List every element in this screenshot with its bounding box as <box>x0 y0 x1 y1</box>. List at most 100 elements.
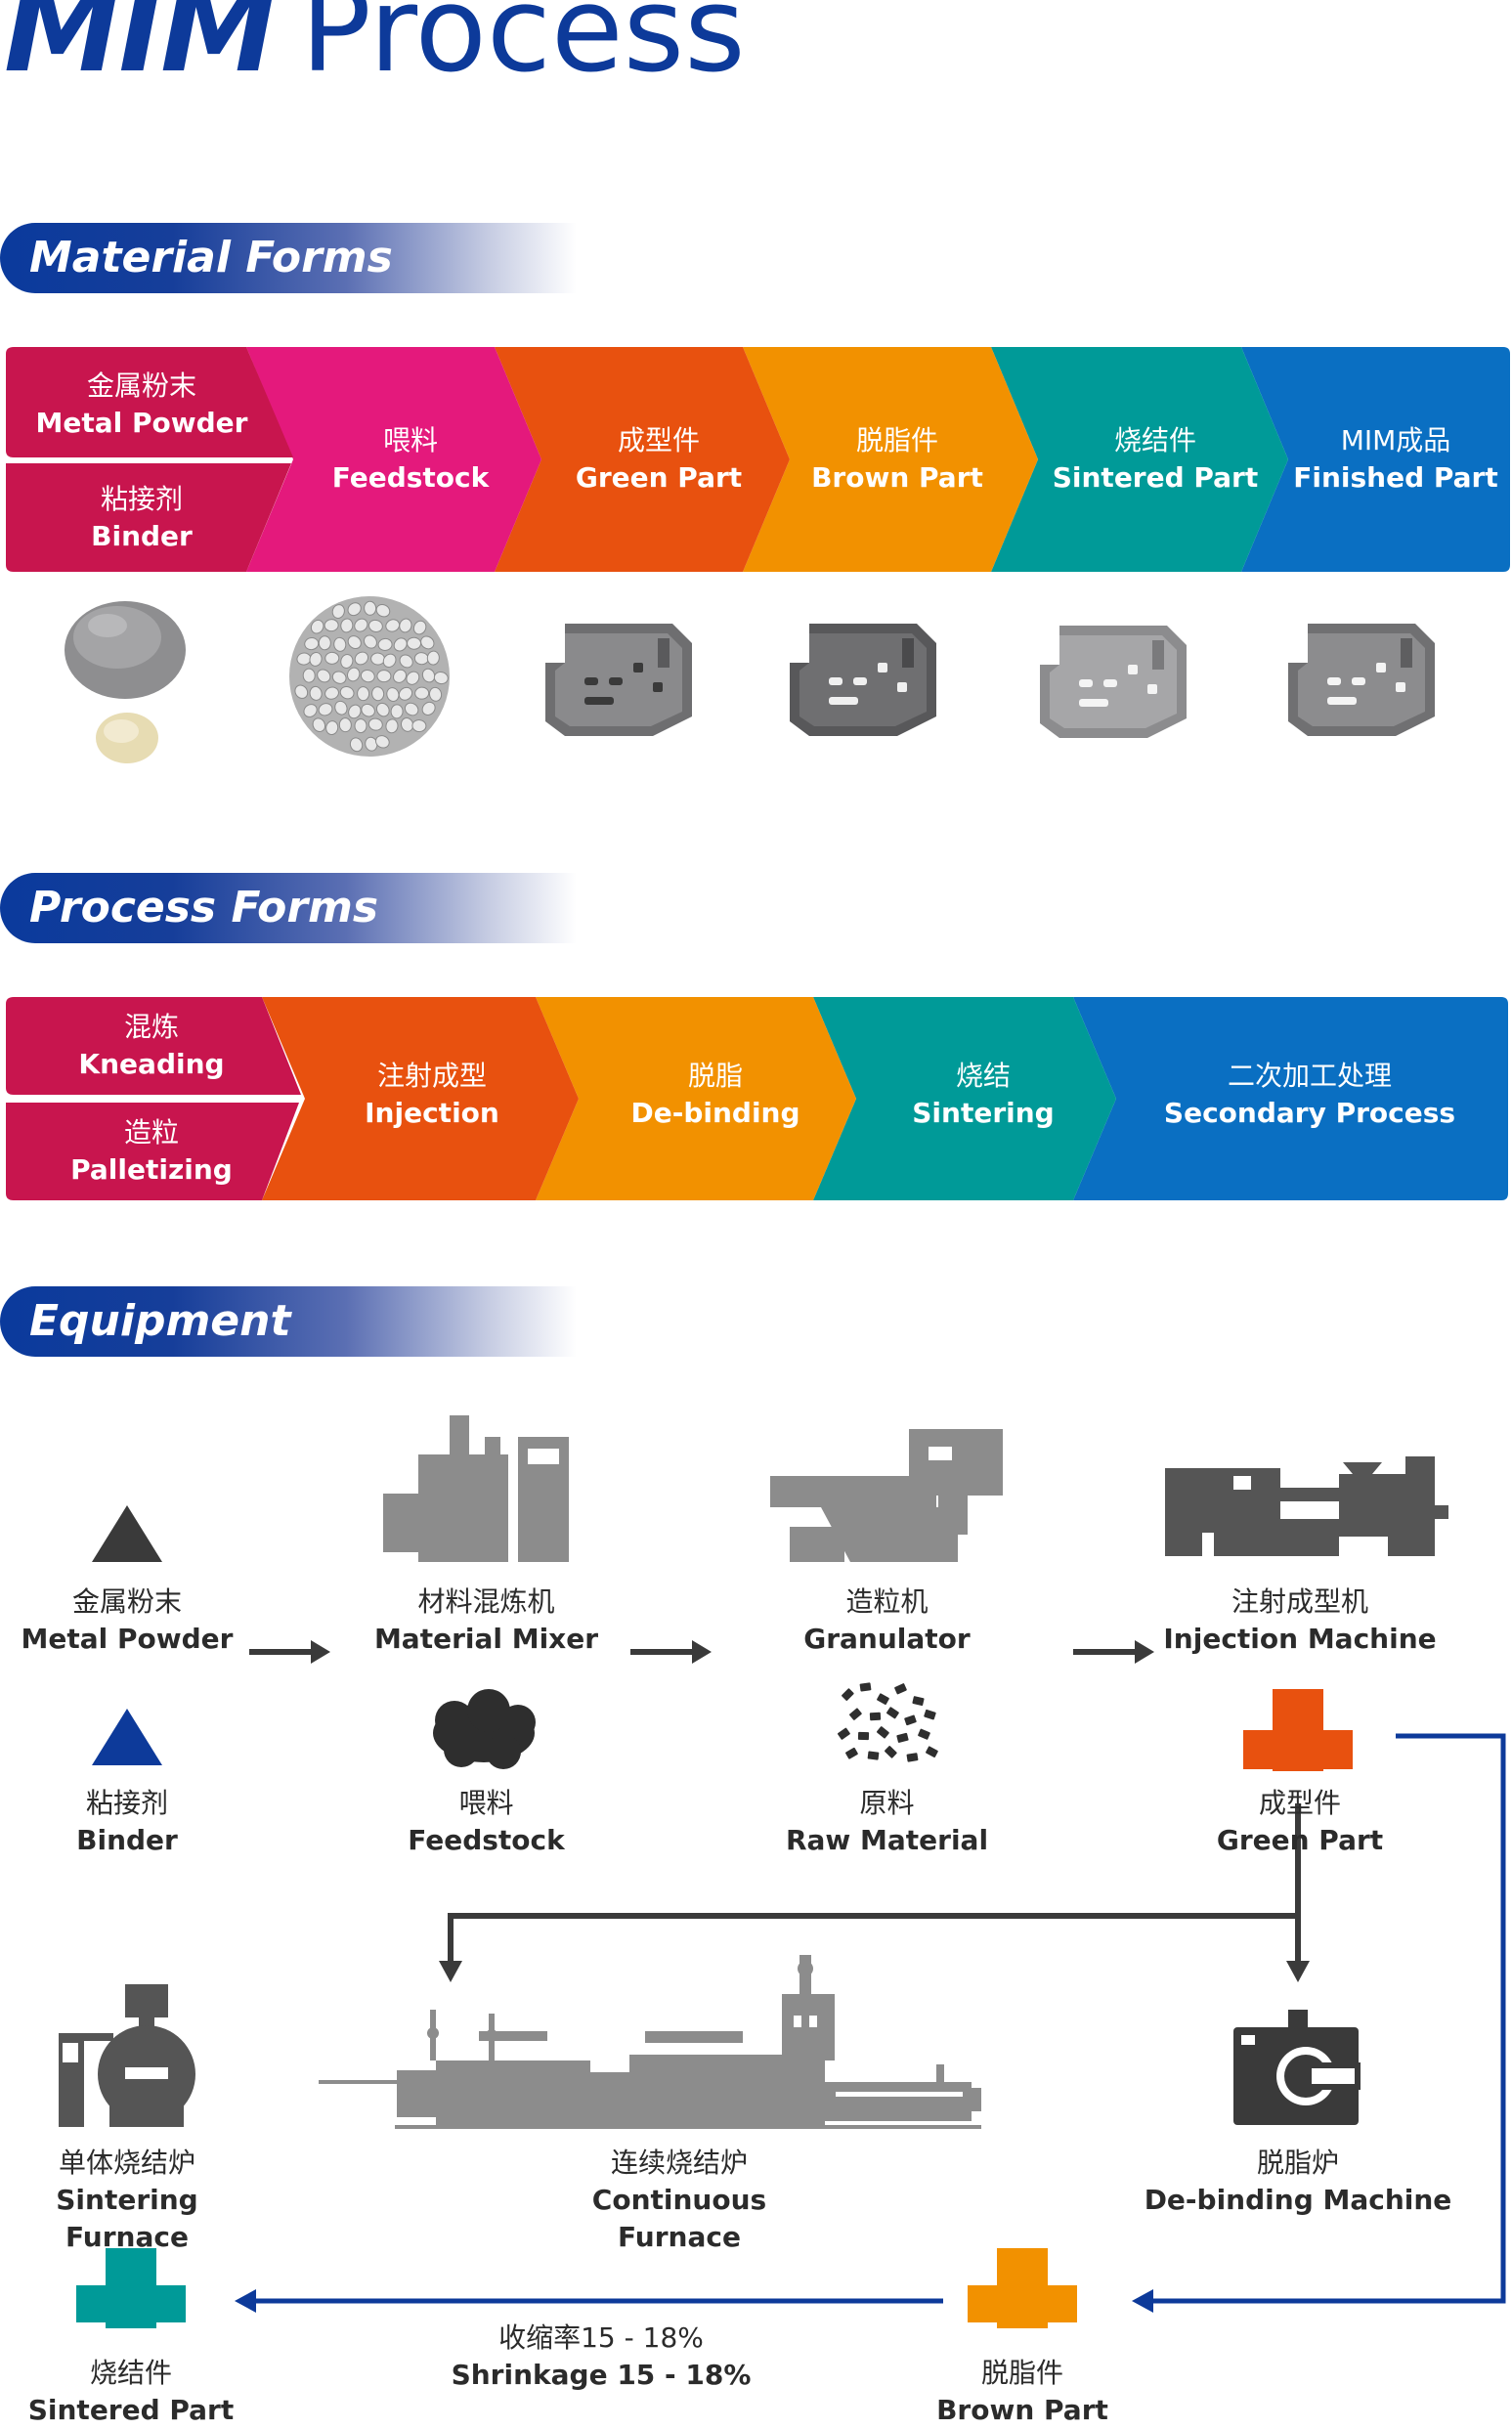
pellet <box>349 737 364 753</box>
feedstock-pellets <box>289 596 450 757</box>
raw-granule <box>845 1747 858 1759</box>
continuous-furnace-icon <box>319 1955 981 2129</box>
chevron-kneading <box>6 997 301 1095</box>
pellet <box>385 619 401 632</box>
equipment-icons <box>59 1415 1448 2328</box>
chevron-green-part <box>495 347 790 572</box>
pellet <box>377 637 393 651</box>
pellet <box>364 634 377 649</box>
sintered-part-shape-icon <box>76 2248 186 2328</box>
brown-part-shape-icon <box>968 2248 1077 2328</box>
pellet <box>347 667 361 682</box>
metal-powder-pile <box>65 601 186 699</box>
pellet <box>420 635 435 650</box>
pellet <box>375 603 391 618</box>
chevron-metal-powder <box>6 347 293 457</box>
raw-granule <box>904 1714 917 1726</box>
pellet <box>370 652 386 666</box>
pellet <box>421 668 436 683</box>
raw-granule <box>896 1732 909 1743</box>
raw-granule <box>926 1746 938 1757</box>
pellet <box>382 653 397 669</box>
raw-granule <box>877 1693 889 1706</box>
chevron-debinding <box>536 997 856 1200</box>
pellet <box>339 686 355 700</box>
finished-part-image <box>1288 624 1435 736</box>
chevron-palletizing <box>6 1103 299 1200</box>
pellet <box>399 654 413 669</box>
raw-granule <box>877 1726 889 1739</box>
pellet <box>354 618 368 632</box>
pellet <box>376 670 392 683</box>
debinding-machine-icon <box>1233 2010 1361 2125</box>
green-part-shape-icon <box>1243 1689 1353 1771</box>
pellet <box>304 637 320 651</box>
pellet <box>348 704 362 719</box>
raw-granule <box>886 1707 899 1719</box>
chevron-brown-part <box>743 347 1038 572</box>
pellet <box>357 686 370 702</box>
pellet <box>371 686 385 702</box>
raw-granule <box>912 1696 925 1707</box>
raw-granule <box>859 1682 872 1692</box>
pellet <box>340 654 354 669</box>
raw-granule <box>918 1728 930 1740</box>
pellet <box>347 602 362 617</box>
pellet <box>414 686 430 700</box>
raw-granule <box>885 1746 897 1758</box>
pellet <box>407 636 422 650</box>
pellet <box>303 704 318 717</box>
pellet <box>361 703 375 717</box>
raw-granule <box>838 1727 850 1740</box>
pellet <box>374 735 390 749</box>
sintering-furnace-icon <box>59 1984 195 2127</box>
chevron-feedstock <box>246 347 541 572</box>
pellet <box>364 600 377 616</box>
pellet <box>421 701 436 716</box>
raw-granule <box>869 1712 882 1721</box>
binder-pile <box>96 713 158 763</box>
green-part-image <box>545 624 692 736</box>
sintered-part-image <box>1040 626 1187 738</box>
chevron-injection <box>262 997 579 1200</box>
pellet <box>404 702 419 716</box>
chevron-sintered-part <box>991 347 1288 572</box>
binder-triangle-icon <box>92 1709 162 1765</box>
pellet <box>385 718 399 734</box>
pellet <box>334 700 348 716</box>
arrow-green-part-split <box>439 1803 1310 1982</box>
pellet <box>367 619 383 632</box>
chevron-secondary-process <box>1073 997 1508 1200</box>
pellet <box>411 719 427 733</box>
metal-powder-triangle-icon <box>92 1505 162 1562</box>
raw-granule <box>894 1683 907 1695</box>
pellet <box>367 717 383 731</box>
pellet <box>429 686 443 702</box>
arrow-mixer-to-granulator <box>630 1640 712 1664</box>
title-light: Process <box>300 0 746 99</box>
raw-granule <box>906 1753 919 1762</box>
pellet <box>354 718 367 734</box>
pellet <box>399 618 412 633</box>
injection-machine-icon <box>1165 1456 1448 1556</box>
granulator-icon <box>770 1429 1003 1562</box>
chevron-binder <box>6 463 291 572</box>
eq-shrinkage-label: 收缩率15 - 18%Shrinkage 15 - 18% <box>451 2321 752 2391</box>
